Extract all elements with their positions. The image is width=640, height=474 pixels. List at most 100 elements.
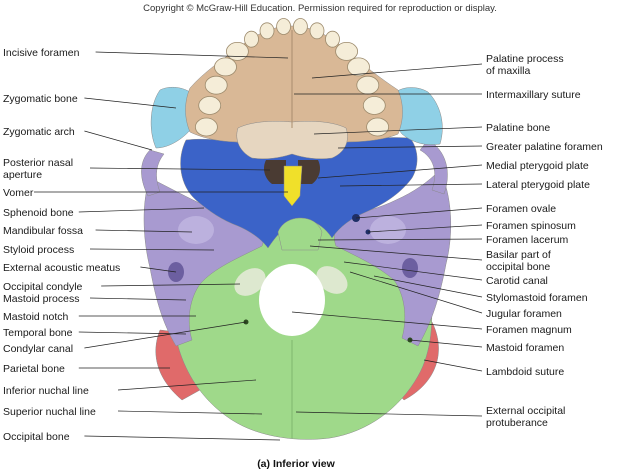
label-lateral-pterygoid-plate: Lateral pterygoid plate [486,179,590,191]
incisive-foramen-leader-line [95,51,289,59]
label-line: Posterior nasal [3,157,73,169]
label-line: Temporal bone [3,327,73,339]
label-parietal-bone: Parietal bone [3,363,65,375]
tooth [325,30,340,48]
tooth [362,96,386,115]
figure-caption: (a) Inferior view [257,458,335,470]
label-line: Medial pterygoid plate [486,160,589,172]
occipital-condyle-left [234,268,266,296]
palatine-process-of-maxilla-leader-line [311,63,483,79]
label-superior-nuchal-line: Superior nuchal line [3,406,96,418]
label-line: Foramen magnum [486,324,572,336]
temporal-bone-right-region [334,169,452,347]
label-foramen-lacerum: Foramen lacerum [486,234,569,246]
label-external-acoustic-meatus: External acoustic meatus [3,262,120,274]
label-line: Intermaxillary suture [486,89,581,101]
greater-palatine-foramen-leader-line [337,145,483,149]
zygomatic-arch-leader-line [84,130,153,151]
label-palatine-bone: Palatine bone [486,122,550,134]
mandibular-fossa-left [178,216,214,244]
occipital-condyle-right [316,266,348,294]
styloid-process-leader-line [89,248,215,251]
label-greater-palatine-foramen: Greater palatine foramen [486,141,603,153]
stylomastoid-foramen-leader-line [373,275,483,298]
mandibular-fossa-leader-line [95,229,193,233]
label-line: Foramen ovale [486,203,556,215]
label-intermaxillary-suture: Intermaxillary suture [486,89,581,101]
label-leader-lines [34,51,483,441]
occipital-condyle-leader-line [101,283,241,287]
label-zygomatic-arch: Zygomatic arch [3,126,75,138]
skull-illustration [141,18,452,440]
foramen-magnum-leader-line [291,311,483,330]
label-inferior-nuchal-line: Inferior nuchal line [3,385,89,397]
lateral-pterygoid-plate-leader-line [339,183,483,187]
tooth [194,117,218,137]
zygomatic-arch-right-region [419,139,448,195]
tooth [259,22,275,40]
label-line: aperture [3,169,42,181]
external-acoustic-meatus-right [402,258,418,278]
palatine-bone-leader-line [313,126,483,135]
label-mandibular-fossa: Mandibular fossa [3,225,83,237]
medial-pterygoid-plate-leader-line [317,164,483,179]
basilar-part-of-occipital-bone-leader-line [309,245,483,261]
posterior-nasal-aperture-right [298,160,320,184]
label-line: Carotid canal [486,275,548,287]
tooth [366,117,390,137]
condylar-canal-leader-line [84,321,247,349]
mandibular-fossa-right [370,216,406,244]
superior-nuchal-line-leader-line [117,410,263,415]
label-line: Vomer [3,187,34,199]
tooth [335,42,359,61]
label-line: Stylomastoid foramen [486,292,588,304]
label-carotid-canal: Carotid canal [486,275,548,287]
posterior-nasal-aperture-leader-line [89,167,271,171]
tooth [347,57,370,77]
label-line: Inferior nuchal line [3,385,89,397]
tooth [276,18,292,35]
tooth [356,75,380,95]
vomer-region [283,165,303,207]
posterior-nasal-aperture-left [264,160,286,184]
occipital-bone-leader-line [84,435,281,441]
label-medial-pterygoid-plate: Medial pterygoid plate [486,160,589,172]
label-line: Sphenoid bone [3,207,74,219]
foramen-spinosum-leader-line [367,224,483,233]
label-foramen-ovale: Foramen ovale [486,203,556,215]
label-sphenoid-bone: Sphenoid bone [3,207,74,219]
label-condylar-canal: Condylar canal [3,343,73,355]
label-line: External occipital [486,405,565,417]
label-styloid-process: Styloid process [3,244,74,256]
sphenoid-bone-leader-line [78,207,205,213]
foramen-lacerum-leader-line [317,238,483,241]
label-line: Foramen lacerum [486,234,569,246]
tooth [198,96,222,115]
label-zygomatic-bone: Zygomatic bone [3,93,78,105]
label-line: Jugular foramen [486,308,562,320]
lambdoid-suture-leader-line [423,359,483,372]
label-line: protuberance [486,417,548,429]
label-line: Condylar canal [3,343,73,355]
label-line: Occipital bone [3,431,70,443]
label-line: Superior nuchal line [3,406,96,418]
tooth [292,18,308,35]
label-lambdoid-suture: Lambdoid suture [486,366,564,378]
label-stylomastoid-foramen: Stylomastoid foramen [486,292,588,304]
tooth [225,42,249,61]
label-line: Greater palatine foramen [486,141,603,153]
inferior-nuchal-line-leader-line [117,379,257,391]
label-line: Styloid process [3,244,74,256]
label-line: Lateral pterygoid plate [486,179,590,191]
label-mastoid-notch: Mastoid notch [3,311,69,323]
label-line: occipital bone [486,261,550,273]
label-line: Occipital condyle [3,281,83,293]
label-line: Foramen spinosum [486,220,576,232]
tooth [214,57,237,77]
label-foramen-magnum: Foramen magnum [486,324,572,336]
zygomatic-bone-leader-line [84,97,177,109]
external-acoustic-meatus-leader-line [140,266,177,273]
